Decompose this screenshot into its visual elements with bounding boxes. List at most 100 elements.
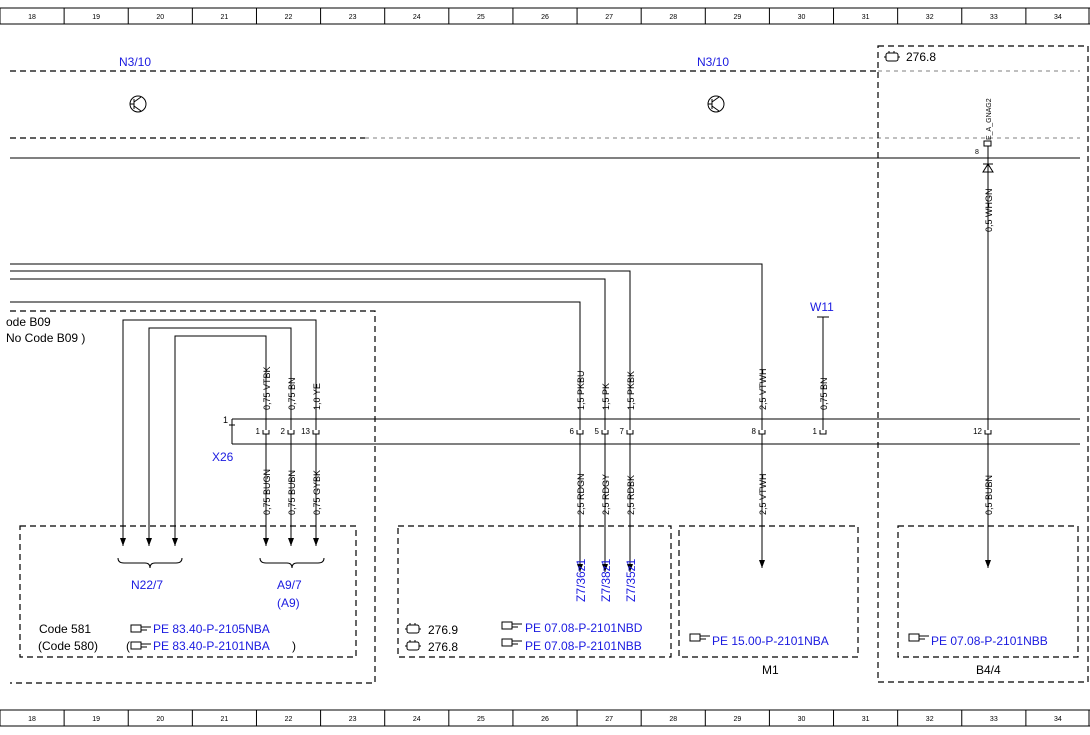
- ruler-column-number: 23: [349, 716, 357, 723]
- pin-number: 1: [256, 427, 261, 436]
- ruler-column-number: 19: [92, 14, 100, 21]
- ruler-column-number: 19: [92, 716, 100, 723]
- engine-icon: [405, 623, 421, 634]
- ruler-column-number: 32: [926, 716, 934, 723]
- ruler-column-number: 31: [862, 716, 870, 723]
- connector-pin: [287, 430, 295, 435]
- pin-number: 8: [752, 427, 757, 436]
- paren-close: ): [292, 639, 296, 653]
- b4-4-component-box: [897, 525, 1079, 658]
- connector-pin: [576, 430, 584, 435]
- ruler-column-number: 34: [1054, 716, 1062, 723]
- reference-link[interactable]: PE 15.00-P-2101NBA: [712, 634, 829, 648]
- connector-pin: [601, 430, 609, 435]
- ruler-column-number: 26: [541, 716, 549, 723]
- arrow-icon: [263, 538, 269, 546]
- code-580-label: (Code 580): [38, 639, 98, 653]
- wire-label: 1,0 YE: [312, 383, 322, 410]
- n22-a9-component-box: [19, 525, 357, 658]
- z7-35z1-label: Z7/35z1: [624, 558, 638, 602]
- wire-label: 0,75 VTBK: [262, 366, 272, 410]
- ruler-column-number: 21: [221, 716, 229, 723]
- engine-code-label: 276.8: [906, 50, 936, 64]
- wire-label: 2,5 RDGY: [601, 474, 611, 515]
- ruler-column-number: 23: [349, 14, 357, 21]
- connector-pin: [758, 430, 766, 435]
- arrow-icon: [759, 560, 765, 568]
- ruler-column-number: 22: [285, 716, 293, 723]
- pin-number: 7: [620, 427, 625, 436]
- ruler-column-number: 25: [477, 14, 485, 21]
- engine-code-label: 276.9: [428, 623, 458, 637]
- arrow-icon: [288, 538, 294, 546]
- x26-label: X26: [212, 450, 234, 464]
- arrow-icon: [120, 538, 126, 546]
- wire-label: 0,75 BN: [819, 377, 829, 410]
- code-b09-boundary: [10, 310, 376, 684]
- ruler-column-number: 20: [156, 14, 164, 21]
- connector-label: E_A_GNAG2: [986, 98, 993, 140]
- code-581-label: Code 581: [39, 622, 91, 636]
- wire-label: 2,5 RDBK: [626, 475, 636, 515]
- connector-pin: [819, 430, 827, 435]
- m1-component-box: [678, 525, 859, 658]
- engine-code-label: 276.8: [428, 640, 458, 654]
- arrow-icon: [602, 564, 608, 572]
- ruler-column-number: 18: [28, 14, 36, 21]
- brace-icon: [117, 557, 183, 569]
- connector-pin: [262, 430, 270, 435]
- pointing-hand-icon: [501, 621, 522, 630]
- transistor-icon: [707, 95, 725, 113]
- a9-label: (A9): [277, 596, 300, 610]
- pointing-hand-icon: [130, 641, 151, 650]
- wire-label: 1,5 PK: [601, 383, 611, 410]
- engine-icon: [405, 640, 421, 651]
- pointing-hand-icon: [689, 633, 710, 642]
- reference-link[interactable]: PE 83.40-P-2105NBA: [153, 622, 270, 636]
- wire-label: 1,5 PKBU: [576, 370, 586, 410]
- ruler-column-number: 20: [156, 716, 164, 723]
- wire-vtwh: [10, 263, 763, 430]
- ruler-column-number: 22: [285, 14, 293, 21]
- wire-label: 2,5 RDGN: [576, 473, 586, 515]
- brace-icon: [259, 557, 325, 569]
- ruler-column-number: 30: [798, 14, 806, 21]
- connector-pin: [984, 430, 992, 435]
- arrow-icon: [146, 538, 152, 546]
- w11-label: W11: [810, 300, 834, 314]
- reference-link[interactable]: PE 83.40-P-2101NBA: [153, 639, 270, 653]
- reference-link[interactable]: PE 07.08-P-2101NBB: [931, 634, 1048, 648]
- ruler-column-number: 26: [541, 14, 549, 21]
- arrow-icon: [313, 538, 319, 546]
- pointing-hand-icon: [130, 624, 151, 633]
- ruler-column-number: 30: [798, 716, 806, 723]
- ruler-column-number: 32: [926, 14, 934, 21]
- pin-number: 12: [973, 427, 982, 436]
- reference-link[interactable]: PE 07.08-P-2101NBB: [525, 639, 642, 653]
- wire-label: 0,75 BUBN: [287, 470, 297, 515]
- pin-number: 2: [281, 427, 286, 436]
- wire-label: 0,75 BUGN: [262, 469, 272, 515]
- n3-10-label-left: N3/10: [119, 55, 151, 69]
- z7-38z1-label: Z7/38z1: [599, 558, 613, 602]
- pointing-hand-icon: [908, 633, 929, 642]
- ruler-column-number: 31: [862, 14, 870, 21]
- reference-link[interactable]: PE 07.08-P-2101NBD: [525, 621, 643, 635]
- ruler-column-number: 33: [990, 716, 998, 723]
- ruler-column-number: 27: [605, 716, 613, 723]
- wire-bn: [148, 327, 292, 546]
- n22-7-label: N22/7: [131, 578, 163, 592]
- n3-10-label-right: N3/10: [697, 55, 729, 69]
- arrow-icon: [577, 564, 583, 572]
- transistor-icon: [129, 95, 147, 113]
- ruler-column-number: 29: [733, 14, 741, 21]
- pin-number: 8: [975, 149, 979, 156]
- ruler-column-number: 18: [28, 716, 36, 723]
- ruler-column-number: 27: [605, 14, 613, 21]
- arrow-icon: [172, 538, 178, 546]
- wire-label: 2,5 VTWH: [758, 368, 768, 410]
- engine-variant-boundary: [877, 45, 1089, 683]
